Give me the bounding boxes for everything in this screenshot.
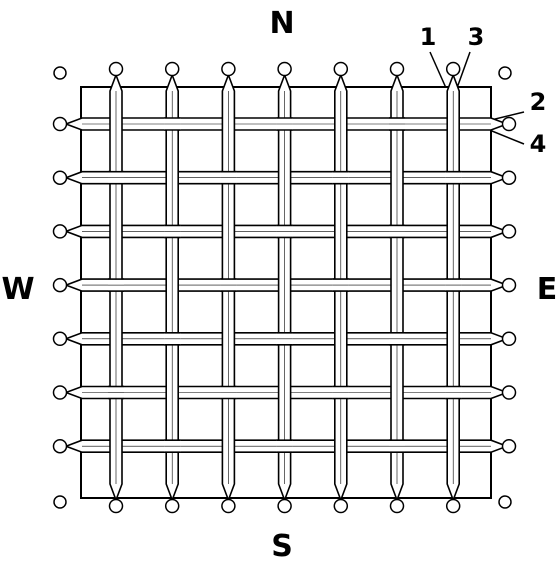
corner-pin: [53, 66, 67, 80]
top-pin: [445, 61, 461, 77]
right-pin: [501, 224, 517, 239]
compass-south-label: S: [271, 529, 293, 564]
top-pin: [108, 61, 124, 77]
callout-leader-4: [486, 128, 525, 145]
left-pin: [52, 277, 68, 293]
bottom-pin: [221, 498, 236, 514]
left-pin: [52, 385, 68, 400]
corner-pin: [498, 66, 512, 80]
compass-north-label: N: [269, 6, 294, 41]
left-pin: [52, 170, 68, 185]
top-pin: [333, 61, 349, 77]
right-pin: [501, 170, 517, 185]
top-pin: [277, 61, 292, 77]
callout-label-2: 2: [530, 88, 547, 116]
left-pin: [52, 438, 68, 454]
right-pin: [501, 331, 517, 347]
corner-pin: [498, 495, 512, 509]
callout-leader-3: [456, 51, 471, 89]
callout-label-4: 4: [530, 130, 547, 158]
compass-west-label: W: [1, 272, 34, 307]
compass-east-label: E: [537, 272, 558, 307]
bottom-pin: [164, 498, 180, 514]
left-pin: [52, 116, 68, 132]
right-pin: [501, 277, 517, 293]
top-pin: [164, 61, 180, 77]
bottom-pin: [445, 498, 461, 514]
top-pin: [389, 61, 405, 77]
callout-label-1: 1: [420, 23, 437, 51]
bottom-pin: [389, 498, 405, 514]
left-pin: [52, 224, 68, 239]
callout-label-3: 3: [468, 23, 485, 51]
right-pin: [501, 116, 517, 132]
right-pin: [501, 385, 517, 400]
callout-leader-1: [429, 51, 447, 89]
bottom-pin: [333, 498, 349, 514]
left-pin: [52, 331, 68, 347]
corner-pin: [53, 495, 67, 509]
right-pin: [501, 438, 517, 454]
weave-grid: [52, 61, 517, 514]
top-pin: [221, 61, 236, 77]
bottom-pin: [108, 498, 124, 514]
bottom-pin: [277, 498, 292, 514]
